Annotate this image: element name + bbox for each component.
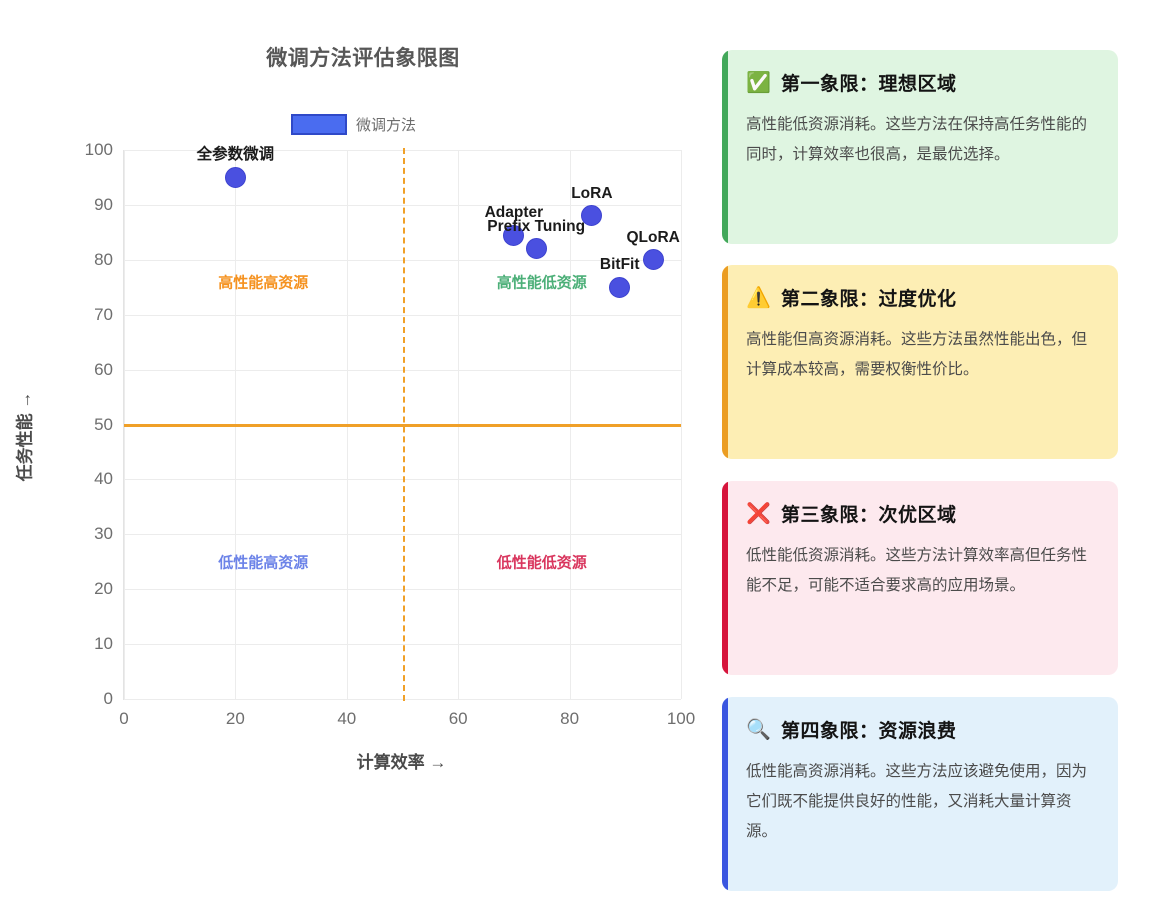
quadrant-annotation-label: 高性能低资源	[496, 274, 587, 292]
quadrant-annotation-label: 高性能高资源	[218, 274, 309, 292]
y-axis-tick-label: 80	[94, 249, 113, 269]
x-axis-tick-label: 80	[560, 709, 580, 728]
card-title: 第一象限：理想区域	[781, 74, 957, 95]
scatter-point-label: 全参数微调	[196, 146, 275, 164]
card-accent-bar	[722, 697, 728, 891]
card-body-text: 低性能低资源消耗。这些方法计算效率高但任务性能不足，可能不适合要求高的应用场景。	[746, 547, 1088, 595]
cross-mark-icon: ❌	[746, 502, 771, 525]
chart-panel: 微调方法评估象限图 微调方法 0 10 20 30 40 50 60 70 80 90 100 0 20…	[15, 47, 696, 772]
scatter-point-label: LoRA	[571, 184, 613, 202]
card-accent-bar	[722, 50, 728, 244]
y-axis-tick-label: 10	[94, 634, 113, 654]
scatter-point-label: QLoRA	[626, 228, 680, 246]
quadrant-annotation-label: 低性能低资源	[496, 554, 587, 572]
quadrant-annotation-label: 低性能高资源	[218, 554, 309, 572]
quadrant-card: ✅ 第一象限：理想区域高性能低资源消耗。这些方法在保持高任务性能的同时，计算效率也…	[722, 50, 1118, 244]
card-title: 第三象限：次优区域	[781, 505, 957, 526]
y-axis-tick-label: 70	[94, 304, 113, 324]
scatter-point[interactable]	[581, 205, 603, 227]
x-axis-tick-label: 0	[119, 709, 129, 728]
card-header: ✅ 第一象限：理想区域	[746, 69, 1096, 96]
y-axis-tick-label: 60	[94, 359, 113, 379]
card-header: 🔍 第四象限：资源浪费	[746, 716, 1096, 743]
plot-area: 0 10 20 30 40 50 60 70 80 90 100 0 20 40 60 80 100 高性能高资源…	[85, 140, 696, 728]
card-accent-bar	[722, 265, 728, 459]
scatter-point-label: Adapter	[484, 204, 544, 222]
quadrant-card: ⚠️ 第二象限：过度优化高性能但高资源消耗。这些方法虽然性能出色，但计算成本较高，…	[722, 265, 1118, 459]
magnifying-glass-icon: 🔍	[746, 718, 771, 741]
y-axis-tick-label: 0	[103, 689, 113, 708]
scatter-point-label: Prefix Tuning	[487, 217, 586, 235]
scatter-point-label: BitFit	[599, 256, 640, 274]
y-axis-tick-label: 90	[94, 194, 113, 214]
quadrant-card: 🔍 第四象限：资源浪费低性能高资源消耗。这些方法应该避免使用，因为它们既不能提供良…	[722, 697, 1118, 891]
card-title: 第四象限：资源浪费	[781, 721, 957, 742]
x-axis-tick-label: 60	[448, 709, 468, 728]
x-axis-title: 计算效率 →	[356, 753, 447, 772]
reference-line-vertical	[402, 148, 405, 701]
y-axis-tick-label: 20	[94, 579, 113, 599]
quadrant-cards: ✅ 第一象限：理想区域高性能低资源消耗。这些方法在保持高任务性能的同时，计算效率也…	[722, 0, 1130, 909]
scatter-point[interactable]	[609, 276, 631, 298]
gridline-vertical	[681, 150, 682, 699]
card-title: 第二象限：过度优化	[781, 289, 957, 310]
scatter-point[interactable]	[224, 166, 246, 188]
x-axis-tick-label: 40	[337, 709, 357, 728]
x-axis-tick-label: 100	[666, 709, 696, 728]
y-axis-tick-label: 50	[94, 414, 113, 434]
y-axis-tick-label: 100	[84, 140, 113, 159]
scatter-point[interactable]	[642, 249, 664, 271]
card-body-text: 低性能高资源消耗。这些方法应该避免使用，因为它们既不能提供良好的性能，又消耗大量…	[746, 763, 1088, 841]
y-axis-tick-label: 30	[94, 524, 113, 544]
chart-title: 微调方法评估象限图	[266, 47, 460, 70]
chart-legend: 微调方法	[291, 114, 416, 135]
card-header: ⚠️ 第二象限：过度优化	[746, 284, 1096, 311]
legend-swatch-icon	[291, 114, 347, 135]
warning-triangle-icon: ⚠️	[746, 286, 771, 309]
scatter-point[interactable]	[525, 238, 547, 260]
legend-label: 微调方法	[356, 117, 417, 134]
scatter-point[interactable]	[503, 224, 525, 246]
x-axis-tick-label: 20	[225, 709, 245, 728]
quadrant-card: ❌ 第三象限：次优区域低性能低资源消耗。这些方法计算效率高但任务性能不足，可能不适…	[722, 481, 1118, 675]
check-mark-icon: ✅	[746, 71, 771, 94]
card-header: ❌ 第三象限：次优区域	[746, 500, 1096, 527]
card-body-text: 高性能但高资源消耗。这些方法虽然性能出色，但计算成本较高，需要权衡性价比。	[746, 331, 1088, 379]
card-body-text: 高性能低资源消耗。这些方法在保持高任务性能的同时，计算效率也很高，是最优选择。	[746, 116, 1088, 164]
y-axis-title: 任务性能 →	[15, 391, 35, 482]
y-axis-tick-label: 40	[94, 469, 113, 489]
card-accent-bar	[722, 481, 728, 675]
